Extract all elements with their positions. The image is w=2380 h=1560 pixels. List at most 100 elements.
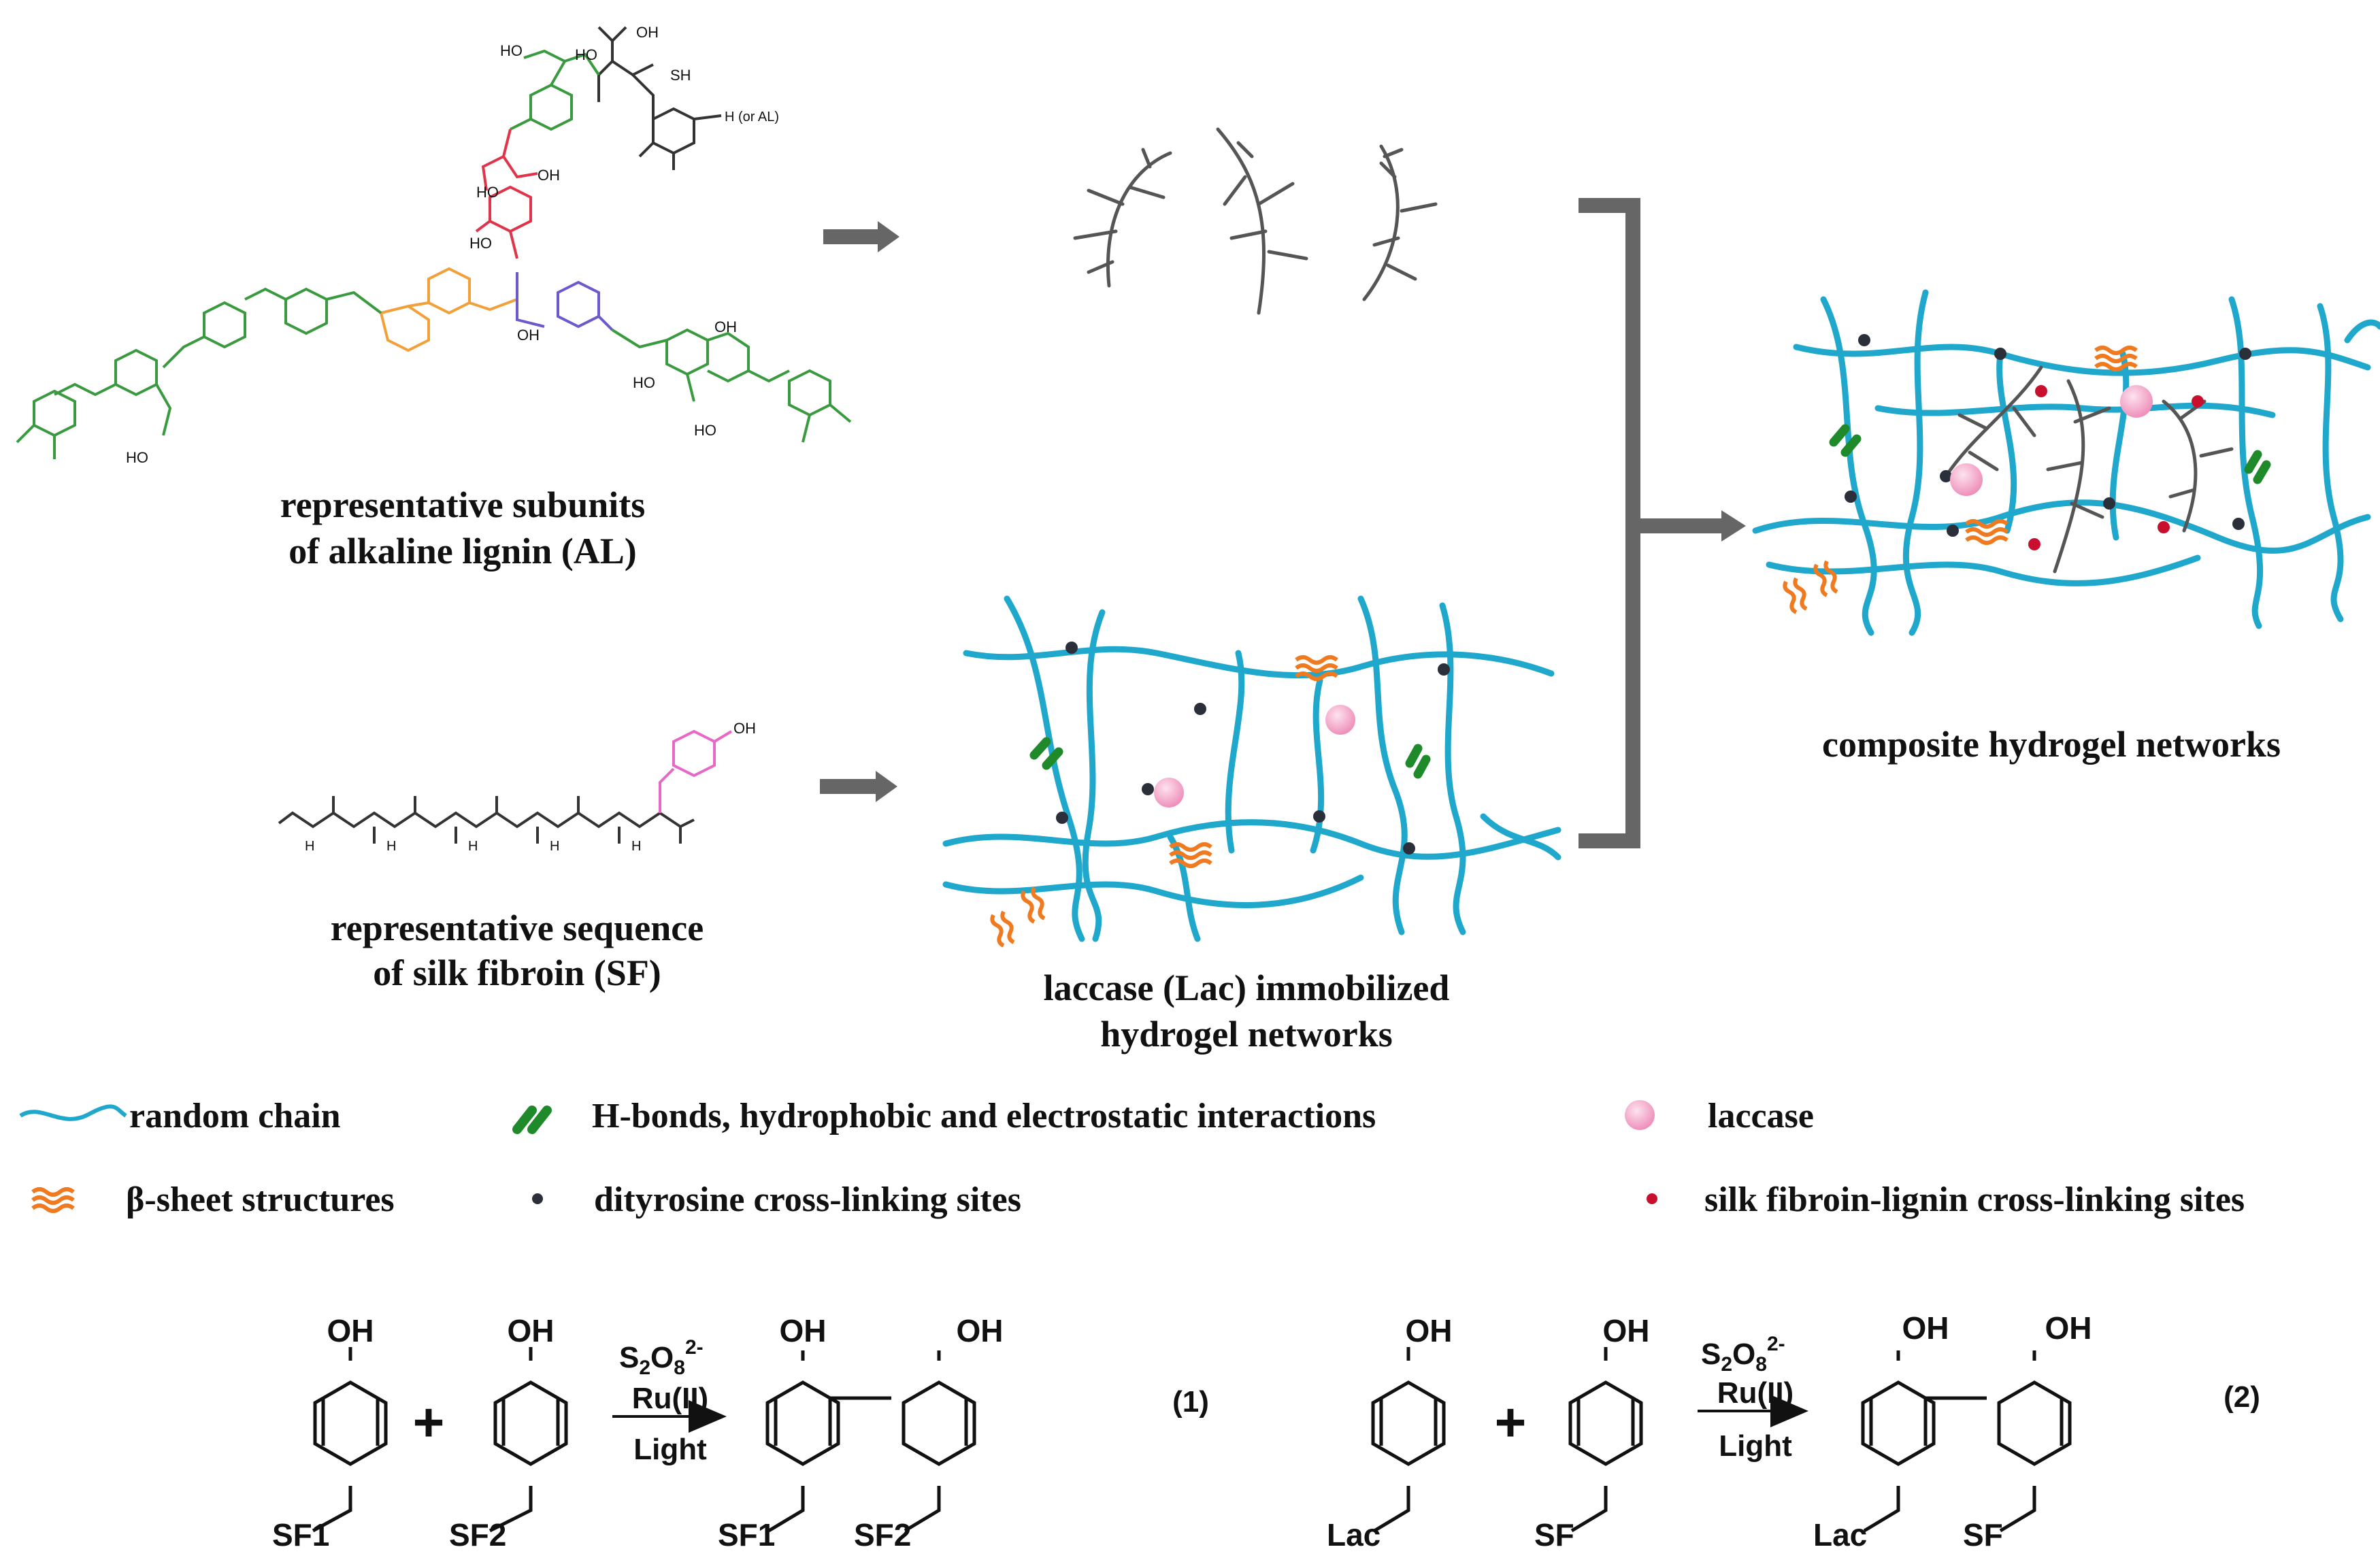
reaction-2: OH Lac + OH SF S2O82- Ru(II) Light: [1327, 1310, 2260, 1553]
legend-label-hbonds: H-bonds, hydrophobic and electrostatic i…: [592, 1097, 1376, 1135]
legend-item-hbonds: H-bonds, hydrophobic and electrostatic i…: [512, 1097, 1376, 1135]
r2-reactant-a: [1371, 1347, 1446, 1533]
composite-hbond-pairs: [1829, 424, 2271, 484]
composite-sf-lignin-sites: [2028, 385, 2204, 550]
lignin-oh-g-label: OH: [714, 318, 737, 335]
silk-fibroin-sequence: OH H H H H H: [278, 720, 756, 854]
lac-beta-sheets: [990, 655, 1338, 948]
sf-h2-label: H: [386, 839, 396, 854]
sf-oh-label: OH: [733, 720, 756, 737]
lignin-twigs: [1073, 127, 1438, 315]
lignin-ho-i-label: HO: [694, 422, 716, 439]
sf-lignin-swatch: [1647, 1193, 1657, 1204]
r1-sub-b: SF2: [449, 1517, 506, 1553]
r1-oh-b: OH: [508, 1313, 555, 1348]
sf-h1-label: H: [305, 839, 314, 854]
r1-reagent: S2O82-: [619, 1336, 704, 1379]
r1-reactant-b: [489, 1347, 568, 1533]
reaction-1: OH SF1 + OH SF2 S2O82- Ru(II) Light: [272, 1313, 1209, 1553]
arrow-to-composite: [1633, 510, 1746, 542]
r2-sub-b: SF: [1534, 1517, 1574, 1553]
legend-item-beta-sheet: β-sheet structures: [31, 1180, 395, 1219]
hbonds-swatch: [512, 1106, 552, 1134]
lignin-ho-b-label: HO: [575, 46, 597, 63]
r1-oh-a: OH: [327, 1313, 374, 1348]
lac-laccase-particles: [1154, 705, 1355, 808]
legend-label-random-chain: random chain: [129, 1097, 341, 1135]
lignin-oh-top-label: OH: [636, 24, 659, 41]
legend-label-laccase: laccase: [1708, 1097, 1814, 1135]
lignin-ho-e-label: HO: [469, 235, 492, 252]
r2-plus: +: [1495, 1392, 1527, 1453]
r1-oh-d: OH: [957, 1313, 1004, 1348]
beta-sheet-swatch: [31, 1187, 75, 1213]
lignin-ho-a-label: HO: [500, 42, 523, 59]
sf-h5-label: H: [631, 839, 641, 854]
lac-caption-line1: laccase (Lac) immobilized: [1044, 967, 1450, 1008]
lignin-caption-line2: of alkaline lignin (AL): [288, 531, 637, 571]
lignin-oh-d-label: OH: [538, 167, 560, 184]
merge-bracket: [1579, 198, 1640, 848]
r2-reagent: S2O82-: [1701, 1333, 1785, 1376]
r2-oh-d: OH: [2045, 1310, 2092, 1346]
r1-sub-a: SF1: [272, 1517, 329, 1553]
lignin-oh-f-label: OH: [517, 327, 540, 344]
r2-oh-b: OH: [1603, 1313, 1650, 1348]
r1-condition: Light: [633, 1433, 707, 1466]
lac-hydrogel-network: [942, 595, 1561, 948]
lignin-ho-h-label: HO: [633, 374, 655, 391]
lignin-sh-label: SH: [670, 67, 691, 84]
r2-sub-a: Lac: [1327, 1517, 1381, 1553]
r1-sub-c: SF1: [718, 1517, 775, 1553]
composite-dityrosine-sites: [1845, 334, 2251, 537]
r2-sub-d: SF: [1963, 1517, 2003, 1553]
r2-oh-c: OH: [1902, 1310, 1949, 1346]
r1-plus: +: [413, 1392, 445, 1453]
lignin-h-or-al-label: H (or AL): [725, 110, 779, 125]
r1-oh-c: OH: [780, 1313, 827, 1348]
legend: random chain H-bonds, hydrophobic and el…: [19, 1097, 2245, 1219]
legend-item-random-chain: random chain: [19, 1097, 341, 1135]
lignin-caption-line1: representative subunits: [280, 484, 646, 525]
composite-laccase-particles: [1950, 385, 2153, 496]
r1-product: [765, 1350, 976, 1533]
sf-h3-label: H: [468, 839, 478, 854]
legend-label-dityrosine: dityrosine cross-linking sites: [594, 1180, 1021, 1219]
r2-conditions: S2O82- Ru(II) Light: [1698, 1333, 1808, 1463]
legend-label-beta-sheet: β-sheet structures: [126, 1180, 395, 1219]
lignin-ho-j-label: HO: [126, 449, 148, 466]
r1-reactant-a: [312, 1347, 388, 1533]
r2-oh-a: OH: [1406, 1313, 1453, 1348]
legend-label-sf-lignin: silk fibroin-lignin cross-linking sites: [1704, 1180, 2245, 1219]
lignin-structure: OH SH H (or AL) HO HO HO OH HO: [16, 24, 852, 466]
composite-hydrogel-network: [1752, 289, 2380, 636]
composite-twigs: [1944, 365, 2234, 574]
sf-caption-line1: representative sequence: [331, 908, 704, 948]
r2-product: [1861, 1350, 2072, 1533]
lignin-ho-c-label: HO: [476, 184, 499, 201]
random-chain-swatch: [19, 1104, 127, 1121]
composite-beta-sheets: [1783, 346, 2138, 614]
r2-reactant-b: [1568, 1347, 1643, 1533]
r2-number: (2): [2224, 1380, 2260, 1414]
dityrosine-swatch: [532, 1193, 543, 1204]
legend-item-dityrosine: dityrosine cross-linking sites: [532, 1180, 1021, 1219]
composite-caption: composite hydrogel networks: [1822, 724, 2281, 765]
r2-sub-c: Lac: [1813, 1517, 1867, 1553]
lac-hbond-pairs: [1029, 737, 1431, 779]
lac-caption-line2: hydrogel networks: [1100, 1014, 1393, 1055]
r2-catalyst: Ru(II): [1717, 1376, 1794, 1410]
r2-condition: Light: [1719, 1429, 1792, 1463]
r1-catalyst: Ru(II): [632, 1382, 708, 1415]
sf-caption-line2: of silk fibroin (SF): [373, 952, 661, 993]
sf-h4-label: H: [550, 839, 559, 854]
r1-number: (1): [1172, 1385, 1209, 1418]
laccase-swatch: [1625, 1100, 1655, 1130]
r1-sub-d: SF2: [854, 1517, 911, 1553]
arrow-lignin-to-twigs: [823, 221, 899, 252]
arrow-sf-to-hydrogel: [820, 771, 897, 802]
legend-item-sf-lignin: silk fibroin-lignin cross-linking sites: [1647, 1180, 2245, 1219]
legend-item-laccase: laccase: [1625, 1097, 1814, 1135]
r1-conditions: S2O82- Ru(II) Light: [612, 1336, 727, 1466]
